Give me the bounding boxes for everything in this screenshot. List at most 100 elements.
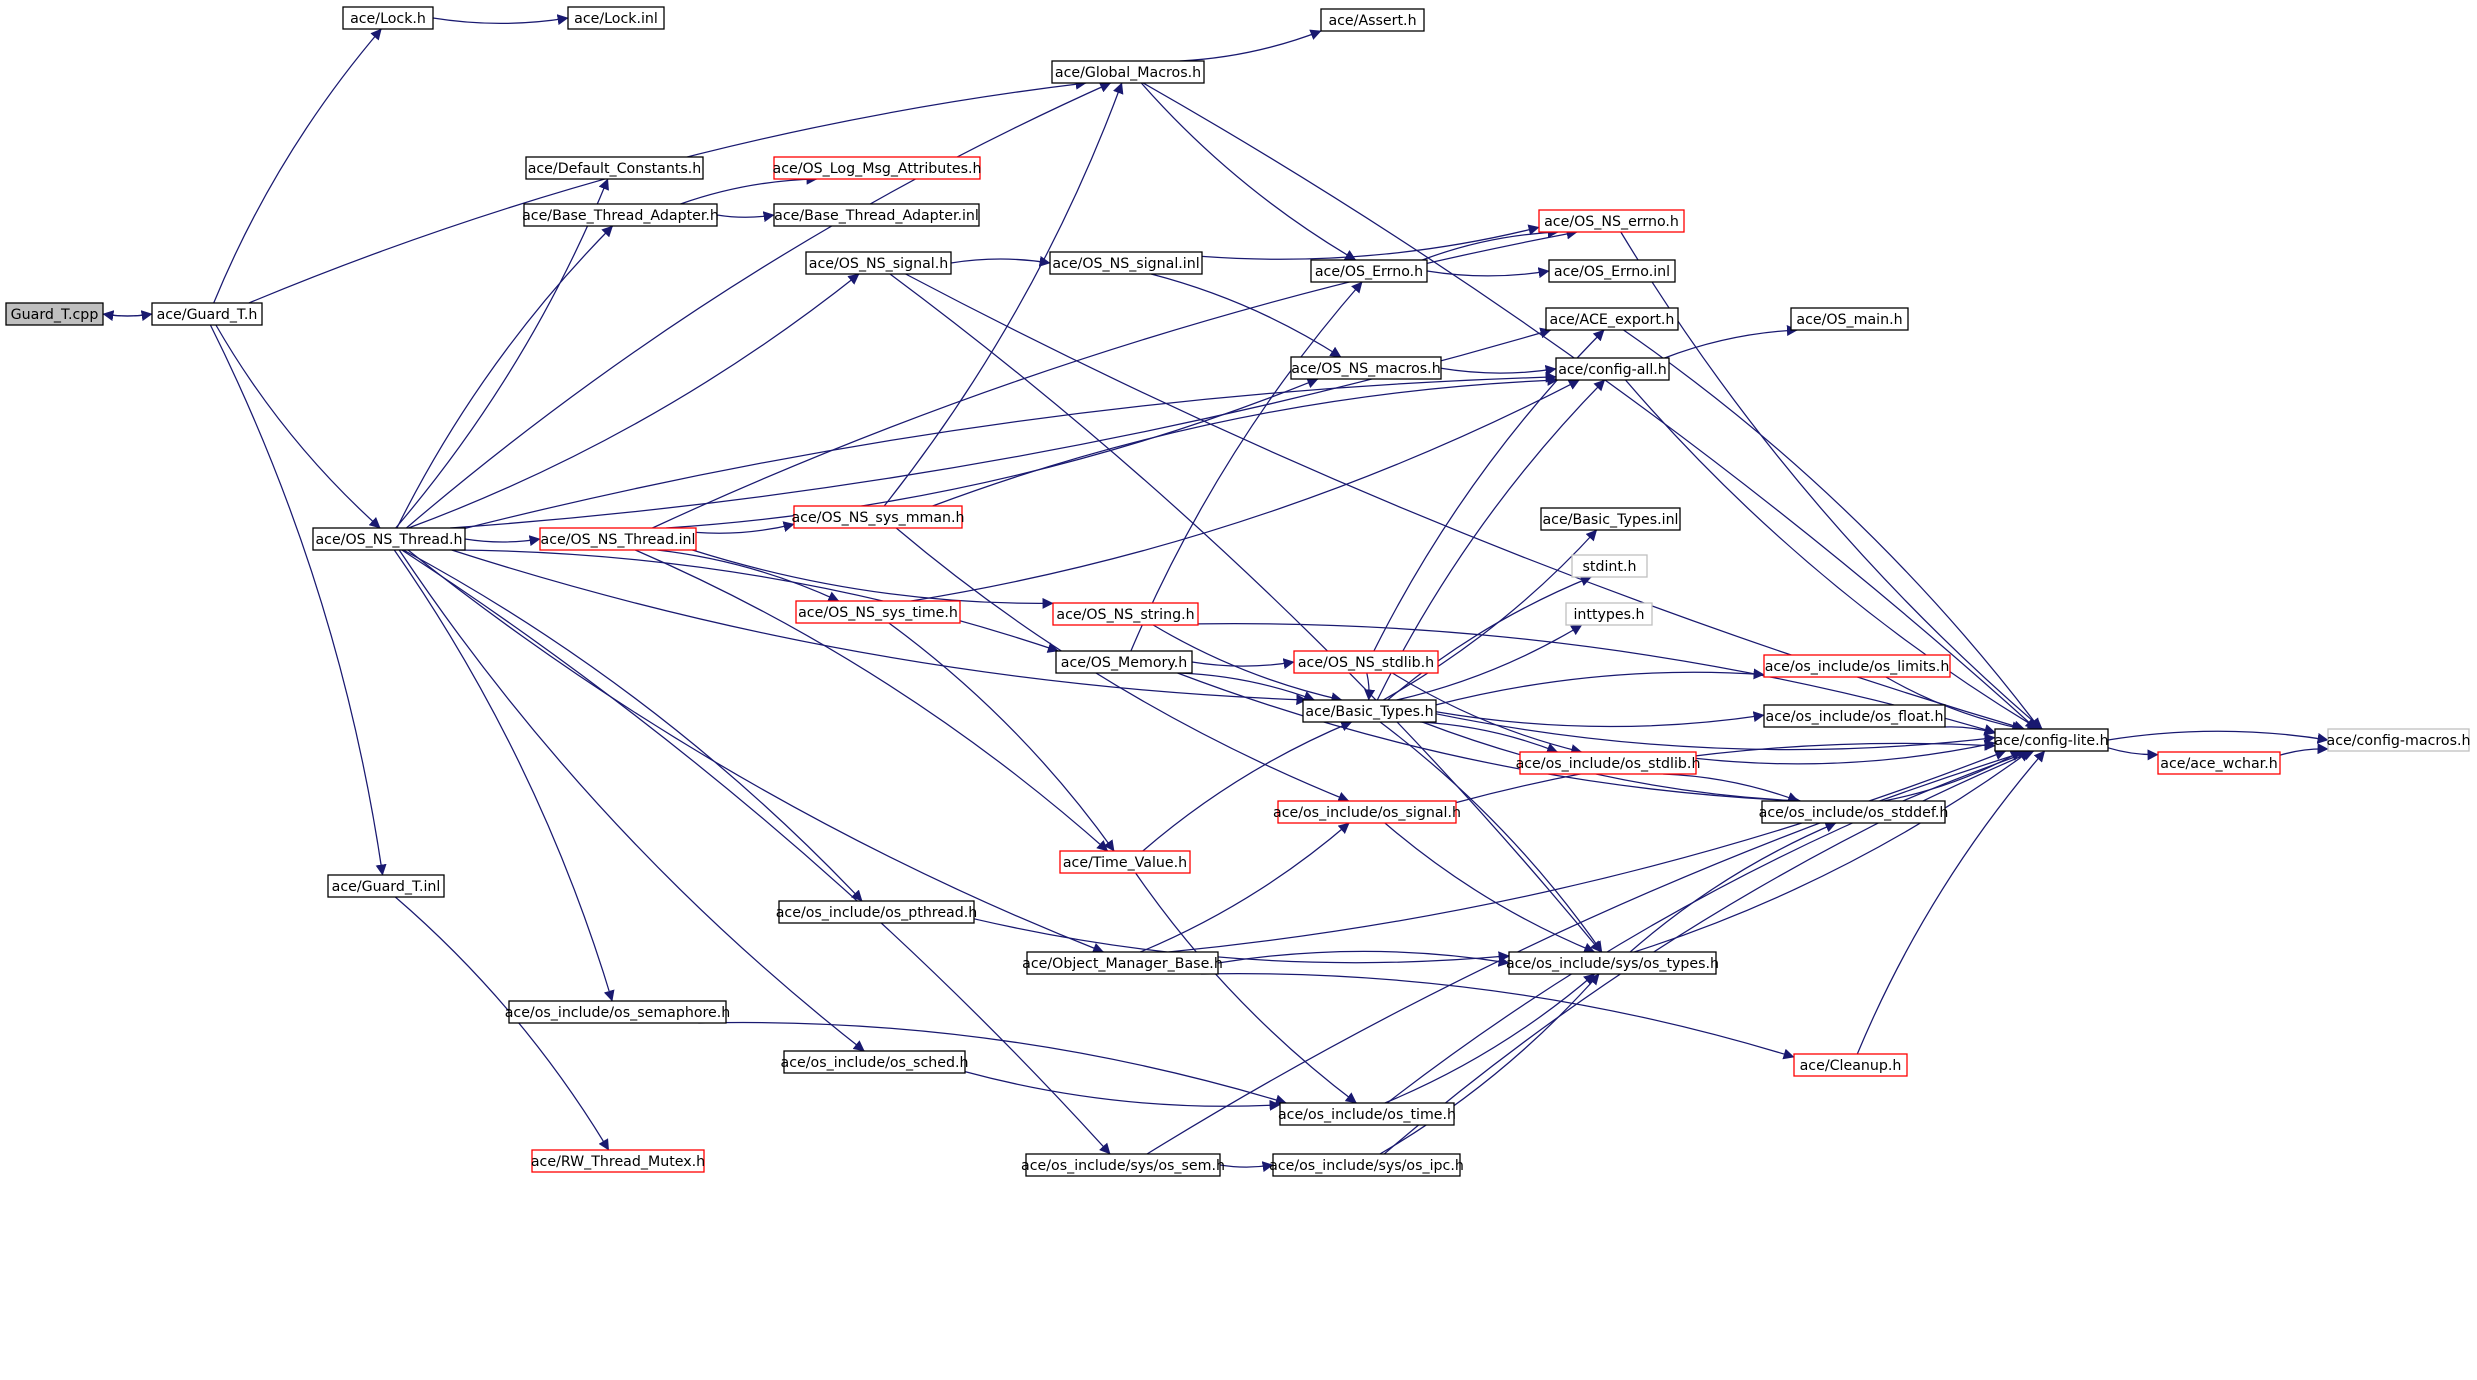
node-ace-os-ns-sys-time-h[interactable]: ace/OS_NS_sys_time.h xyxy=(795,600,961,624)
node-label: ace/os_include/sys/os_sem.h xyxy=(1021,1158,1225,1174)
node-box xyxy=(1272,1153,1461,1177)
node-ace-os-ns-stdlib-h[interactable]: ace/OS_NS_stdlib.h xyxy=(1293,650,1439,674)
node-box xyxy=(793,505,963,529)
node-box xyxy=(1025,1153,1221,1177)
node-label: ace/Base_Thread_Adapter.h xyxy=(522,208,719,224)
edge-os-ns-sys-time-h-to-time-value-h xyxy=(888,622,1115,852)
edge-guard-t-h-to-global-macros-h xyxy=(248,78,1087,304)
node-ace-os-ns-sys-mman-h[interactable]: ace/OS_NS_sys_mman.h xyxy=(791,505,965,529)
node-ace-ace-export-h[interactable]: ace/ACE_export.h xyxy=(1545,307,1679,331)
node-ace-lock-h[interactable]: ace/Lock.h xyxy=(342,6,434,30)
node-box xyxy=(531,1149,705,1173)
node-box xyxy=(1540,507,1681,531)
edge-os-ns-thread-h-to-base-thread-adapter-h xyxy=(396,225,614,529)
node-ace-lock-inl[interactable]: ace/Lock.inl xyxy=(567,6,665,30)
node-label: ace/OS_NS_sys_mman.h xyxy=(791,510,964,526)
edge-os-memory-h-to-os-stddef-h xyxy=(1177,672,1801,807)
node-ace-os-include-os-stddef-h[interactable]: ace/os_include/os_stddef.h xyxy=(1759,800,1949,824)
node-label: inttypes.h xyxy=(1573,607,1644,623)
node-label: ace/Default_Constants.h xyxy=(528,161,702,177)
node-ace-config-lite-h[interactable]: ace/config-lite.h xyxy=(1994,728,2109,752)
node-label: ace/Guard_T.inl xyxy=(332,879,441,895)
node-ace-config-macros-h[interactable]: ace/config-macros.h xyxy=(2327,728,2471,752)
node-ace-config-all-h[interactable]: ace/config-all.h xyxy=(1555,357,1670,381)
node-ace-os-ns-macros-h[interactable]: ace/OS_NS_macros.h xyxy=(1290,356,1442,380)
node-ace-guard-t-inl[interactable]: ace/Guard_T.inl xyxy=(327,874,445,898)
edge-time-value-h-to-os-time-h xyxy=(1135,872,1357,1104)
edge-os-ns-sys-mman-h-to-global-macros-h xyxy=(883,82,1124,507)
node-ace-os-include-os-sched-h[interactable]: ace/os_include/os_sched.h xyxy=(781,1050,969,1074)
node-ace-rw-thread-mutex-h[interactable]: ace/RW_Thread_Mutex.h xyxy=(531,1149,705,1173)
edge-os-errno-h-to-os-errno-inl xyxy=(1426,267,1550,279)
edge-os-ns-thread-h-to-os-semaphore-h xyxy=(393,549,615,1002)
node-ace-base-thread-adapter-inl[interactable]: ace/Base_Thread_Adapter.inl xyxy=(773,203,980,227)
node-ace-basic-types-inl[interactable]: ace/Basic_Types.inl xyxy=(1540,507,1681,531)
edge-os-ns-thread-h-to-os-ns-thread-inl xyxy=(464,535,541,547)
node-ace-os-ns-thread-h[interactable]: ace/OS_NS_Thread.h xyxy=(312,527,466,551)
edge-os-float-h-to-config-lite-h xyxy=(1944,724,1996,736)
edge-os-sem-h-to-os-ipc-h xyxy=(1219,1161,1274,1173)
node-ace-os-ns-string-h[interactable]: ace/OS_NS_string.h xyxy=(1052,602,1199,626)
node-ace-cleanup-h[interactable]: ace/Cleanup.h xyxy=(1793,1053,1908,1077)
node-box xyxy=(342,6,434,30)
node-ace-object-manager-base-h[interactable]: ace/Object_Manager_Base.h xyxy=(1022,951,1223,975)
node-ace-os-include-os-semaphore-h[interactable]: ace/os_include/os_semaphore.h xyxy=(505,1000,731,1024)
node-ace-os-include-os-time-h[interactable]: ace/os_include/os_time.h xyxy=(1278,1102,1456,1126)
edge-object-manager-base-h-to-config-lite-h xyxy=(1168,749,2007,953)
node-label: ace/OS_NS_Thread.h xyxy=(315,532,462,548)
node-box xyxy=(151,302,263,326)
edge-os-ns-sys-mman-h-to-config-all-h xyxy=(932,374,1559,507)
node-box xyxy=(1793,1053,1908,1077)
node-box xyxy=(1548,259,1676,283)
node-label: ace/os_include/os_time.h xyxy=(1278,1107,1456,1123)
node-ace-assert-h[interactable]: ace/Assert.h xyxy=(1320,8,1425,32)
edge-basic-types-h-to-stdint-h xyxy=(1387,575,1592,701)
node-label: ace/OS_Memory.h xyxy=(1061,655,1187,671)
node-ace-base-thread-adapter-h[interactable]: ace/Base_Thread_Adapter.h xyxy=(522,203,719,227)
node-ace-time-value-h[interactable]: ace/Time_Value.h xyxy=(1059,850,1191,874)
node-ace-guard-t-h[interactable]: ace/Guard_T.h xyxy=(151,302,263,326)
edge-os-sem-h-to-config-lite-h xyxy=(1146,748,2029,1155)
edge-os-memory-h-to-basic-types-h xyxy=(1179,672,1315,702)
node-label: ace/os_include/os_limits.h xyxy=(1765,659,1950,675)
edge-config-all-h-to-os-main-h xyxy=(1664,325,1798,359)
node-ace-os-memory-h[interactable]: ace/OS_Memory.h xyxy=(1055,650,1193,674)
node-ace-os-include-sys-os-sem-h[interactable]: ace/os_include/sys/os_sem.h xyxy=(1021,1153,1225,1177)
node-ace-os-ns-errno-h[interactable]: ace/OS_NS_errno.h xyxy=(1538,209,1685,233)
node-ace-os-errno-inl[interactable]: ace/OS_Errno.inl xyxy=(1548,259,1676,283)
node-ace-os-include-os-stdlib-h[interactable]: ace/os_include/os_stdlib.h xyxy=(1516,751,1701,775)
node-ace-global-macros-h[interactable]: ace/Global_Macros.h xyxy=(1051,60,1205,84)
node-ace-default-constants-h[interactable]: ace/Default_Constants.h xyxy=(525,156,704,180)
node-ace-os-include-os-pthread-h[interactable]: ace/os_include/os_pthread.h xyxy=(776,900,978,924)
node-guard-t-cpp[interactable]: Guard_T.cpp xyxy=(5,302,104,326)
edge-os-ns-thread-inl-to-os-ns-macros-h xyxy=(666,377,1319,529)
node-ace-basic-types-h[interactable]: ace/Basic_Types.h xyxy=(1302,699,1437,723)
node-ace-os-include-sys-os-ipc-h[interactable]: ace/os_include/sys/os_ipc.h xyxy=(1269,1153,1464,1177)
node-ace-os-include-sys-os-types-h[interactable]: ace/os_include/sys/os_types.h xyxy=(1506,951,1719,975)
node-ace-os-include-os-float-h[interactable]: ace/os_include/os_float.h xyxy=(1763,704,1946,728)
node-ace-os-log-msg-attributes-h[interactable]: ace/OS_Log_Msg_Attributes.h xyxy=(773,156,982,180)
node-inttypes-h[interactable]: inttypes.h xyxy=(1565,602,1653,626)
node-box xyxy=(327,874,445,898)
node-stdint-h[interactable]: stdint.h xyxy=(1571,554,1648,578)
node-ace-os-errno-h[interactable]: ace/OS_Errno.h xyxy=(1310,259,1428,283)
edge-basic-types-h-to-os-types-h xyxy=(1379,721,1603,953)
node-ace-os-include-os-signal-h[interactable]: ace/os_include/os_signal.h xyxy=(1273,800,1461,824)
node-box xyxy=(1994,728,2109,752)
edge-os-ns-macros-h-to-config-all-h xyxy=(1440,364,1557,376)
edge-basic-types-h-to-os-float-h xyxy=(1435,711,1765,728)
node-ace-ace-wchar-h[interactable]: ace/ace_wchar.h xyxy=(2157,751,2281,775)
node-ace-os-ns-signal-h[interactable]: ace/OS_NS_signal.h xyxy=(805,251,952,275)
edge-os-time-h-to-config-lite-h xyxy=(1386,749,2032,1104)
node-box xyxy=(1302,699,1437,723)
node-label: ace/OS_NS_errno.h xyxy=(1544,214,1679,230)
edge-os-ns-thread-h-to-os-ns-signal-h xyxy=(408,273,860,529)
edge-os-ns-thread-h-to-basic-types-h xyxy=(451,549,1308,706)
edge-os-ns-thread-h-to-os-sem-h xyxy=(401,549,1111,1155)
edge-object-manager-base-h-to-os-types-h xyxy=(1217,950,1510,967)
node-ace-os-ns-signal-inl[interactable]: ace/OS_NS_signal.inl xyxy=(1049,251,1203,275)
node-ace-os-main-h[interactable]: ace/OS_main.h xyxy=(1790,307,1909,331)
node-ace-os-include-os-limits-h[interactable]: ace/os_include/os_limits.h xyxy=(1763,654,1951,678)
node-box xyxy=(1055,650,1193,674)
node-ace-os-ns-thread-inl[interactable]: ace/OS_NS_Thread.inl xyxy=(539,527,697,551)
